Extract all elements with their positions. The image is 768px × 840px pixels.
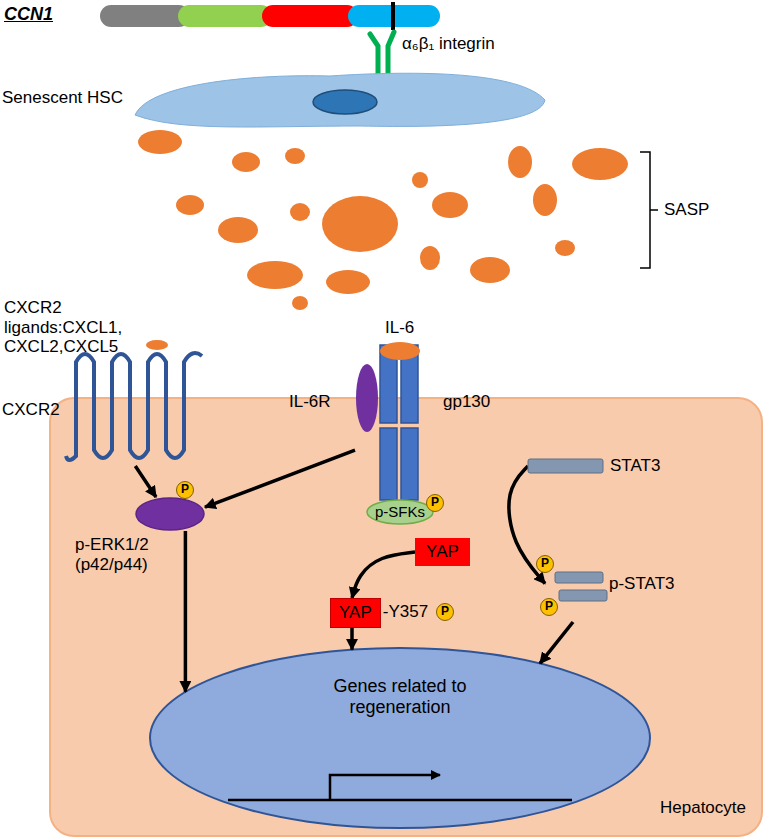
node-shape-part — [66, 353, 202, 460]
sasp-droplets-part — [326, 270, 370, 294]
node-text: Hepatocyte — [660, 798, 746, 818]
nucleus-shape — [150, 648, 650, 828]
receptor-name: α₆β₁ integrin — [402, 34, 495, 54]
yap-phospho-box: YAP-Y357 — [330, 598, 429, 626]
ccn1-domain-bar-part — [100, 5, 190, 27]
sasp-droplets-part — [285, 148, 305, 164]
node-text: IL-6 — [385, 318, 414, 338]
sfk-ellipse: p-SFKs — [366, 499, 434, 525]
gene-name: CCN1 — [4, 4, 53, 25]
node-text: IL-6R — [289, 392, 331, 412]
sasp-droplets-part — [218, 217, 258, 243]
sasp-droplets-part — [292, 296, 308, 310]
node-text: gp130 — [443, 392, 490, 412]
sasp-droplets-part — [322, 196, 398, 252]
ccn1-domain-bar — [100, 2, 440, 30]
sasp-droplets — [138, 130, 628, 310]
node-shape-part — [380, 342, 420, 360]
sasp-droplets-part — [432, 192, 468, 218]
phospho-mark: P — [436, 603, 454, 621]
node-text: -Y357 — [383, 602, 428, 622]
node-text: Genes related to regeneration — [310, 676, 490, 717]
node-shape-part — [135, 73, 545, 127]
sasp-droplets-part — [572, 148, 628, 180]
sasp-droplets-part — [412, 172, 428, 188]
sasp-droplets-part — [290, 203, 310, 221]
gpcr-receptor: CXCR2 — [0, 338, 205, 466]
node-outline — [367, 500, 433, 524]
signal-arrow — [352, 552, 415, 598]
node-text: STAT3 — [610, 456, 660, 476]
ligand-note: CXCR2 ligands:CXCL1, CXCL2,CXCL5 — [4, 298, 154, 357]
node-shape-part — [313, 90, 377, 114]
sasp-droplets-part — [232, 152, 260, 172]
bracket-label: SASP — [664, 200, 709, 220]
gene-symbol-part — [228, 799, 572, 802]
pstat3-dimer: p-STAT3 — [545, 552, 685, 622]
sasp-droplets-part — [176, 195, 204, 215]
ccn1-domain-bar-part — [391, 2, 395, 30]
integrin-symbol-part — [388, 32, 394, 80]
sasp-droplets-part — [555, 240, 575, 256]
ccn1-domain-bar-part — [262, 5, 358, 27]
node-text: YAP — [330, 598, 381, 628]
sasp-droplets-part — [247, 261, 303, 289]
node-shape-part — [356, 364, 378, 432]
signal-arrow — [540, 622, 573, 663]
gene-symbol — [228, 775, 572, 800]
signal-arrow — [205, 450, 355, 507]
node-text: Senescent HSC — [2, 88, 123, 108]
sasp-droplets-part — [420, 246, 440, 270]
node-shape-part — [401, 428, 418, 500]
node-shape-part — [528, 459, 603, 473]
node-shape-part — [555, 572, 603, 583]
sasp-bracket — [640, 152, 658, 268]
node-text: p-ERK1/2 (p42/p44) — [75, 535, 170, 574]
phospho-mark: P — [176, 481, 194, 499]
nucleus-node: Genes related to regeneration — [150, 648, 650, 828]
sasp-droplets-part — [508, 146, 532, 178]
phospho-mark: P — [540, 598, 558, 616]
signal-arrow — [184, 531, 188, 692]
node-text: p-STAT3 — [609, 574, 675, 594]
signal-arrow — [350, 626, 354, 650]
phospho-mark: P — [426, 494, 444, 512]
node-text: YAP — [426, 542, 459, 562]
phospho-mark: P — [536, 555, 554, 573]
yap-box: YAP — [415, 538, 470, 566]
sasp-droplets-part — [533, 184, 557, 216]
integrin-symbol — [370, 32, 394, 80]
senescent-cell: Senescent HSC — [0, 62, 548, 132]
node-shape-part — [146, 340, 168, 350]
il6-receptor-complex: IL-6IL-6Rgp130 — [355, 318, 500, 503]
hepatocyte-node: p-ERK1/2 (p42/p44)p-SFKsSTAT3YAPp-STAT3Y… — [50, 398, 762, 836]
signal-arrow — [135, 466, 156, 497]
node-shape — [135, 497, 205, 531]
integrin-symbol-part — [370, 34, 378, 80]
sasp-droplets-part — [138, 130, 182, 154]
hepatocyte-cell — [50, 398, 762, 836]
node-shape-part — [380, 428, 397, 500]
sasp-droplets-part — [470, 257, 510, 283]
node-text: CXCR2 — [2, 400, 60, 420]
gene-symbol-part — [330, 775, 440, 800]
node-text: p-SFKs — [375, 503, 425, 520]
node-shape-part — [559, 590, 607, 601]
erk-ellipse: p-ERK1/2 (p42/p44) — [135, 497, 205, 531]
stat3-protein: STAT3 — [528, 456, 663, 476]
node-outline — [136, 498, 204, 530]
ccn1-domain-bar-part — [178, 5, 272, 27]
